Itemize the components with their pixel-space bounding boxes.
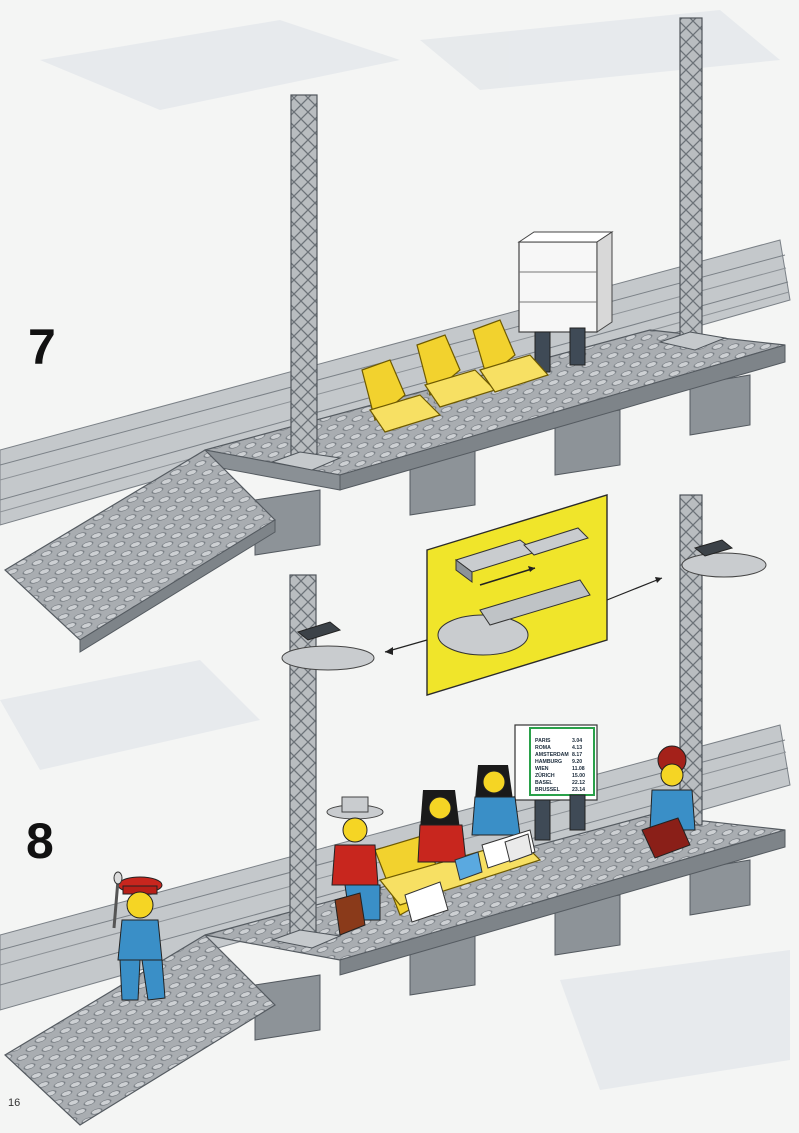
schedule-city: HAMBURG — [535, 759, 562, 765]
schedule-time: 9.20 — [572, 759, 582, 765]
page-number: 16 — [8, 1097, 21, 1109]
minifig-cowboy — [326, 796, 384, 936]
platform-supports-8 — [254, 859, 751, 1041]
pylon-right — [658, 17, 727, 351]
pylon-left — [270, 94, 342, 471]
minifig-woman-red — [417, 790, 467, 863]
schedule-city: AMSTERDAM — [535, 752, 569, 758]
schedule-time: 3.04 — [572, 738, 582, 744]
schedule-city: ROMA — [535, 745, 551, 751]
schedule-city: WIEN — [535, 766, 549, 772]
step-7-illustration — [0, 17, 791, 653]
pylon-with-lamp-left — [270, 574, 375, 949]
schedule-city: BASEL — [535, 780, 553, 786]
sign-board — [517, 231, 614, 373]
pylon-with-lamp-right — [679, 494, 767, 826]
suitcases — [404, 833, 533, 923]
minifig-traveller — [641, 745, 696, 859]
seats — [361, 319, 550, 433]
minifig-conductor — [112, 871, 166, 1001]
background-ghost-shapes — [0, 10, 790, 1090]
schedule-city: PARIS — [535, 738, 551, 744]
schedule-time: 15.00 — [572, 773, 585, 779]
schedule-time: 8.17 — [572, 752, 582, 758]
schedule-city: BRUSSEL — [535, 787, 561, 793]
schedule-time: 22.12 — [572, 780, 585, 786]
assembly-callout — [384, 494, 663, 696]
schedule-city: ZÜRICH — [535, 772, 555, 779]
step-number-8: 8 — [26, 813, 54, 869]
schedule-time: 23.14 — [572, 787, 585, 793]
schedule-time: 11.08 — [572, 766, 585, 772]
schedule-time: 4.13 — [572, 745, 582, 751]
step-number-7: 7 — [28, 319, 56, 375]
